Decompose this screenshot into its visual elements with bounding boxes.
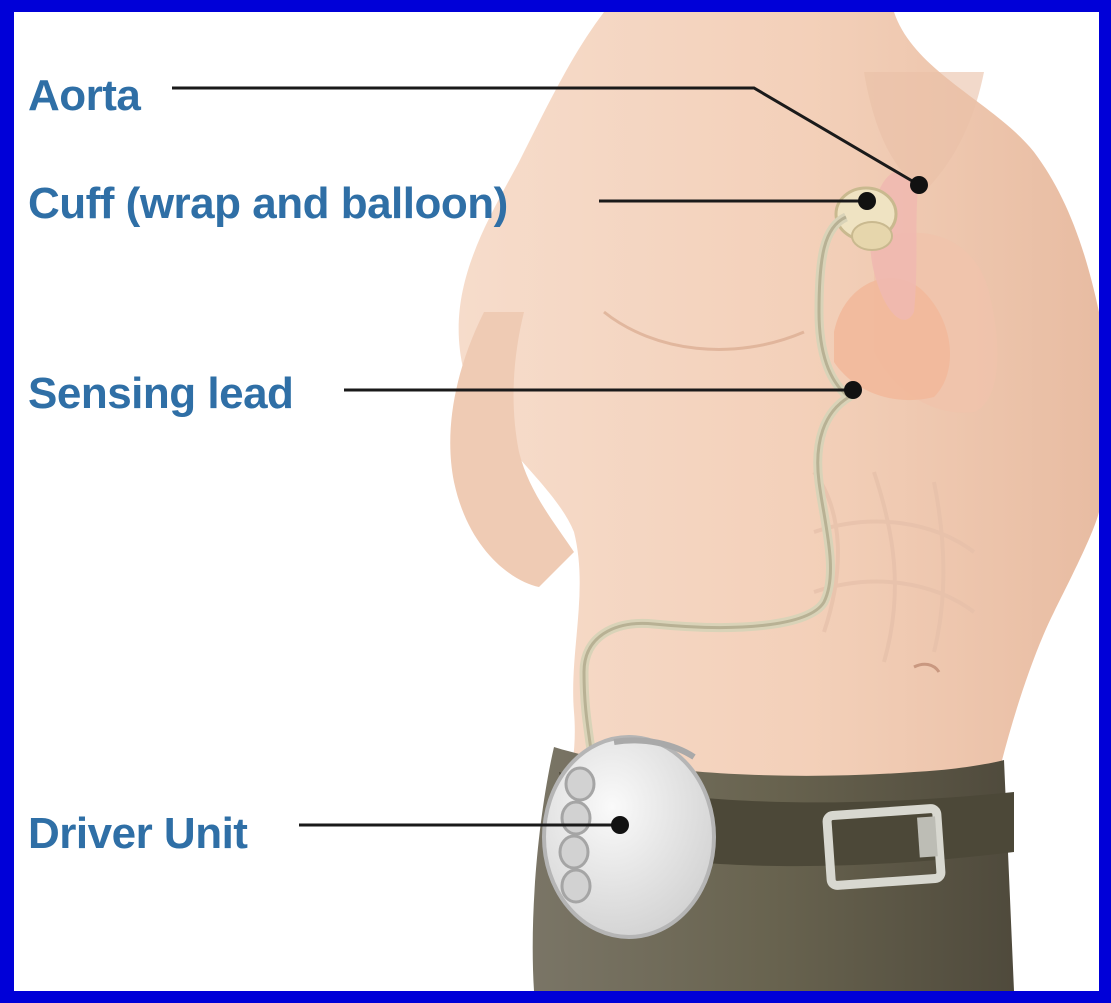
- diagram-panel: Aorta Cuff (wrap and balloon) Sensing le…: [14, 12, 1099, 991]
- torso: [459, 12, 1099, 862]
- label-aorta: Aorta: [28, 74, 140, 118]
- cuff-dot: [858, 192, 876, 210]
- sensing-lead-dot: [844, 381, 862, 399]
- driver-unit-dot: [611, 816, 629, 834]
- label-sensing-lead: Sensing lead: [28, 372, 293, 416]
- aorta-dot: [910, 176, 928, 194]
- label-driver-unit: Driver Unit: [28, 812, 247, 856]
- label-cuff: Cuff (wrap and balloon): [28, 182, 508, 226]
